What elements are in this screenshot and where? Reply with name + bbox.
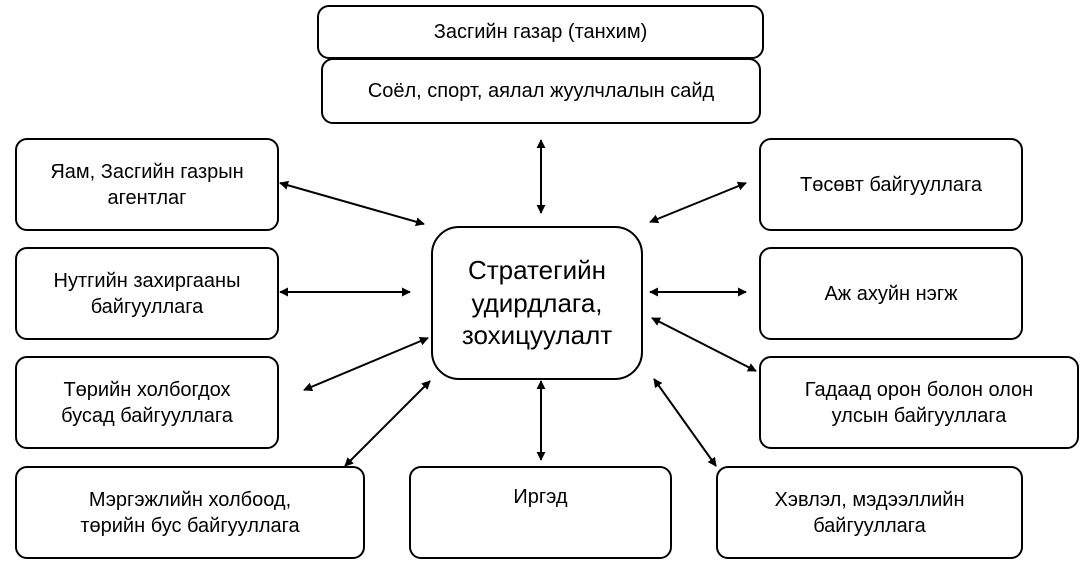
local-gov-text-line-2: байгууллага <box>90 295 204 318</box>
business-text: Аж ахуйн нэгж <box>824 282 958 305</box>
ministry-box: Соёл, спорт, аялал жуулчлалын сайд <box>321 58 761 124</box>
ministry-text: Соёл, спорт, аялал жуулчлалын сайд <box>367 80 715 102</box>
media-box: Хэвлэл, мэдээллийн байгууллага <box>716 466 1023 559</box>
budget-org-text: Төсөвт байгууллага <box>800 173 982 196</box>
top-title-text: Засгийн газар (танхим) <box>433 21 648 43</box>
ngo-box: Мэргэжлийн холбоод, төрийн бус байгуулла… <box>15 466 365 559</box>
agency-text-line-2: агентлаг <box>107 186 187 209</box>
agency-box: Яам, Засгийн газрын агентлаг <box>15 138 279 231</box>
arrow-otherstate-center <box>303 336 429 392</box>
arrow-foreign-center <box>651 317 757 372</box>
budget-org-box: Төсөвт байгууллага <box>759 138 1023 231</box>
center-text-line-1: Стратегийн <box>467 255 606 286</box>
business-box: Аж ахуйн нэгж <box>759 247 1023 340</box>
center-box: Стратегийн удирдлага, зохицуулалт <box>431 226 643 380</box>
other-state-text-line-1: Төрийн холбогдох <box>63 378 231 401</box>
citizens-text: Иргэд <box>513 486 568 508</box>
other-state-text-line-2: бусад байгууллага <box>61 404 233 427</box>
ngo-text-line-1: Мэргэжлийн холбоод, <box>88 488 292 511</box>
agency-text-line-1: Яам, Засгийн газрын <box>50 160 244 183</box>
foreign-box: Гадаад орон болон олон улсын байгууллага <box>759 356 1079 449</box>
other-state-box: Төрийн холбогдох бусад байгууллага <box>15 356 279 449</box>
center-text-line-2: удирдлага, <box>471 287 603 318</box>
citizens-box: Иргэд <box>409 466 672 559</box>
foreign-text-line-1: Гадаад орон болон олон <box>804 378 1034 401</box>
local-gov-text-line-1: Нутгийн захиргааны <box>53 269 241 292</box>
arrow-media-center <box>653 378 717 467</box>
local-gov-box: Нутгийн захиргааны байгууллага <box>15 247 279 340</box>
media-text-line-1: Хэвлэл, мэдээллийн <box>774 488 965 511</box>
arrow-agency-center <box>279 180 425 227</box>
arrow-budget-center <box>649 181 747 224</box>
top-title-box: Засгийн газар (танхим) <box>317 5 764 59</box>
media-text-line-2: байгууллага <box>813 514 926 537</box>
ngo-text-line-2: төрийн бус байгууллага <box>80 514 300 537</box>
center-text-line-3: зохицуулалт <box>461 320 613 351</box>
foreign-text-line-2: улсын байгууллага <box>831 404 1007 427</box>
arrow-ngo-center <box>344 380 431 467</box>
